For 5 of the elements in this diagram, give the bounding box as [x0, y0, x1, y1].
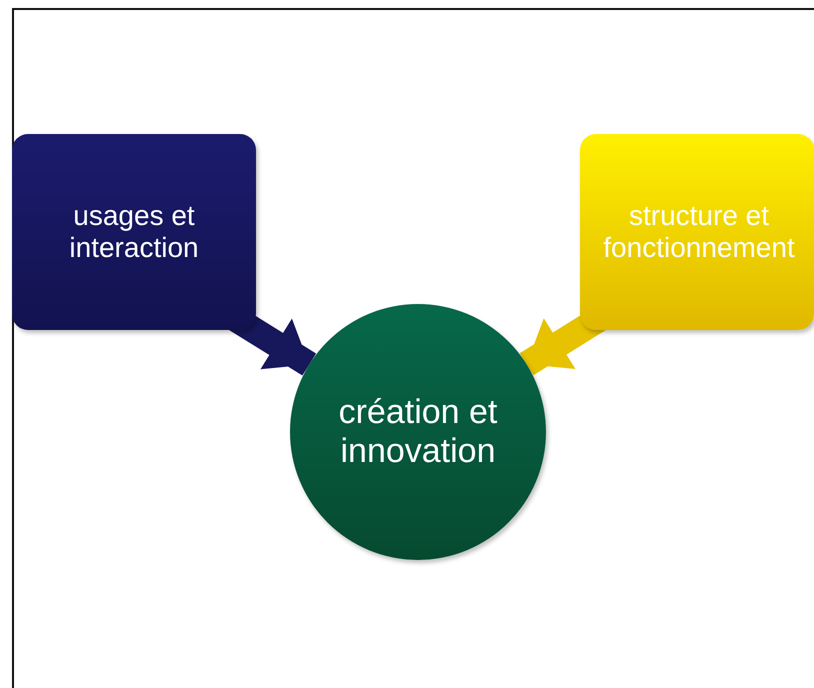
node-label: structure et fonctionnement	[602, 200, 796, 264]
rounded-box	[12, 134, 256, 330]
node-label: usages et interaction	[68, 200, 200, 264]
node-label: création et innovation	[338, 392, 498, 472]
rounded-box	[580, 134, 814, 330]
